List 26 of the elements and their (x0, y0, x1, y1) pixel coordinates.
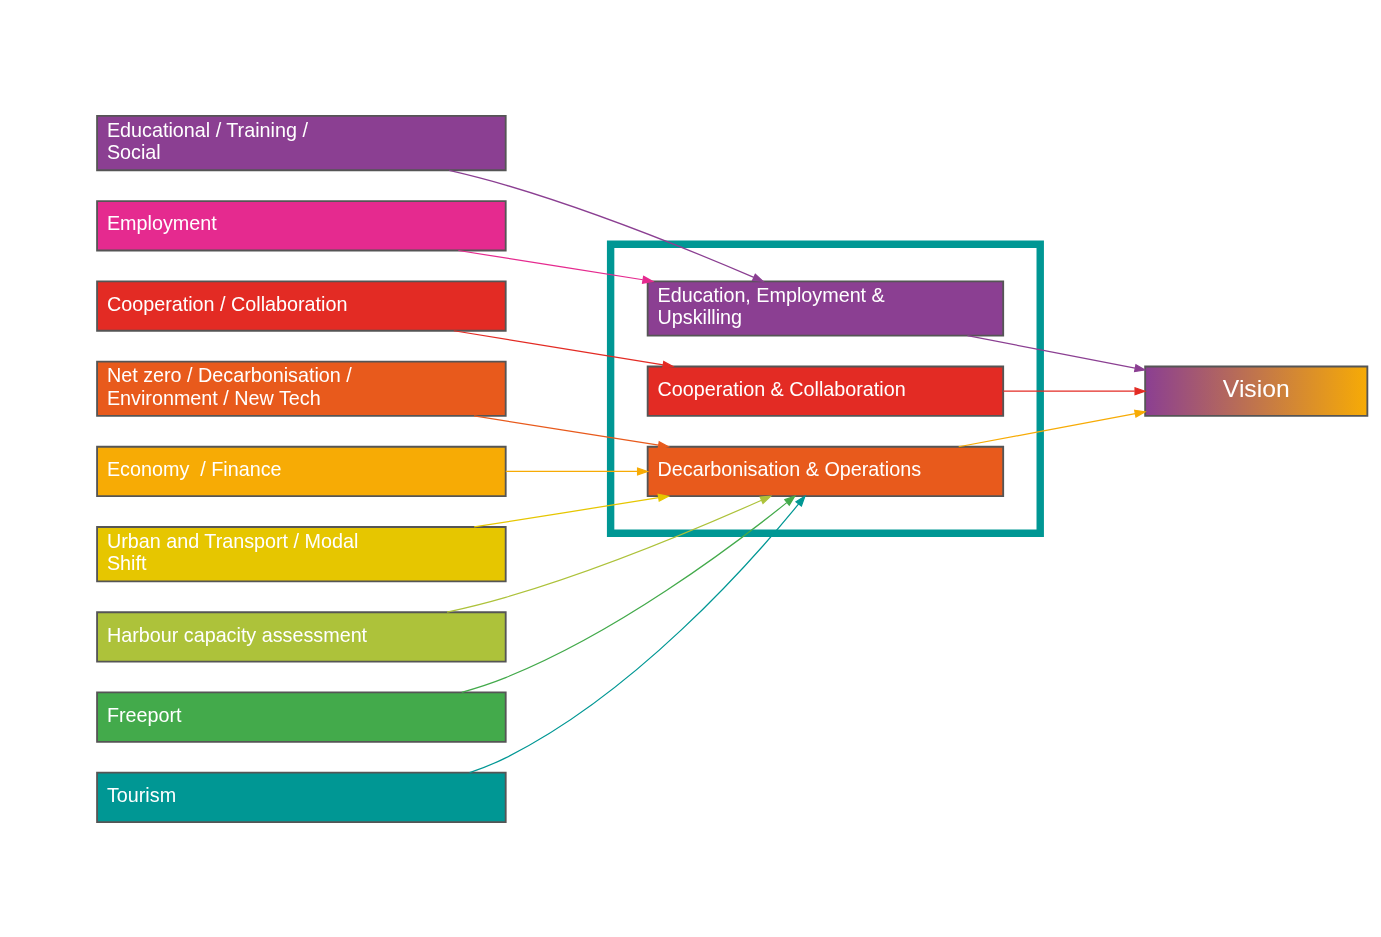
node-box: Net zero / Decarbonisation / Environment / New Tech (96, 360, 507, 417)
node-box: Harbour capacity assessment (96, 610, 507, 662)
arrow (966, 334, 1147, 372)
arrow (461, 494, 797, 693)
node-box: Education, Employment & Upskilling (646, 279, 1005, 337)
node-box: Vision (1144, 365, 1369, 417)
node-box: Employment (96, 199, 507, 251)
node-box: Cooperation & Collaboration (646, 365, 1005, 417)
arrow (473, 414, 671, 449)
node-box: Cooperation / Collaboration (96, 279, 507, 332)
arrow (457, 249, 655, 284)
node-box: Economy / Finance (96, 445, 507, 497)
node-box: Educational / Training / Social (96, 114, 507, 171)
node-box: Decarbonisation & Operations (646, 445, 1005, 497)
arrow (958, 409, 1147, 447)
arrow (453, 329, 675, 369)
node-box: Urban and Transport / Modal Shift (96, 525, 507, 582)
arrow (505, 466, 650, 476)
node-box: Freeport (96, 691, 507, 743)
arrow (473, 493, 671, 528)
arrow (448, 169, 765, 282)
cluster (606, 240, 1044, 537)
arrow (446, 494, 773, 613)
node-box: Tourism (96, 771, 507, 823)
arrow (1002, 386, 1147, 396)
arrow (469, 494, 807, 773)
